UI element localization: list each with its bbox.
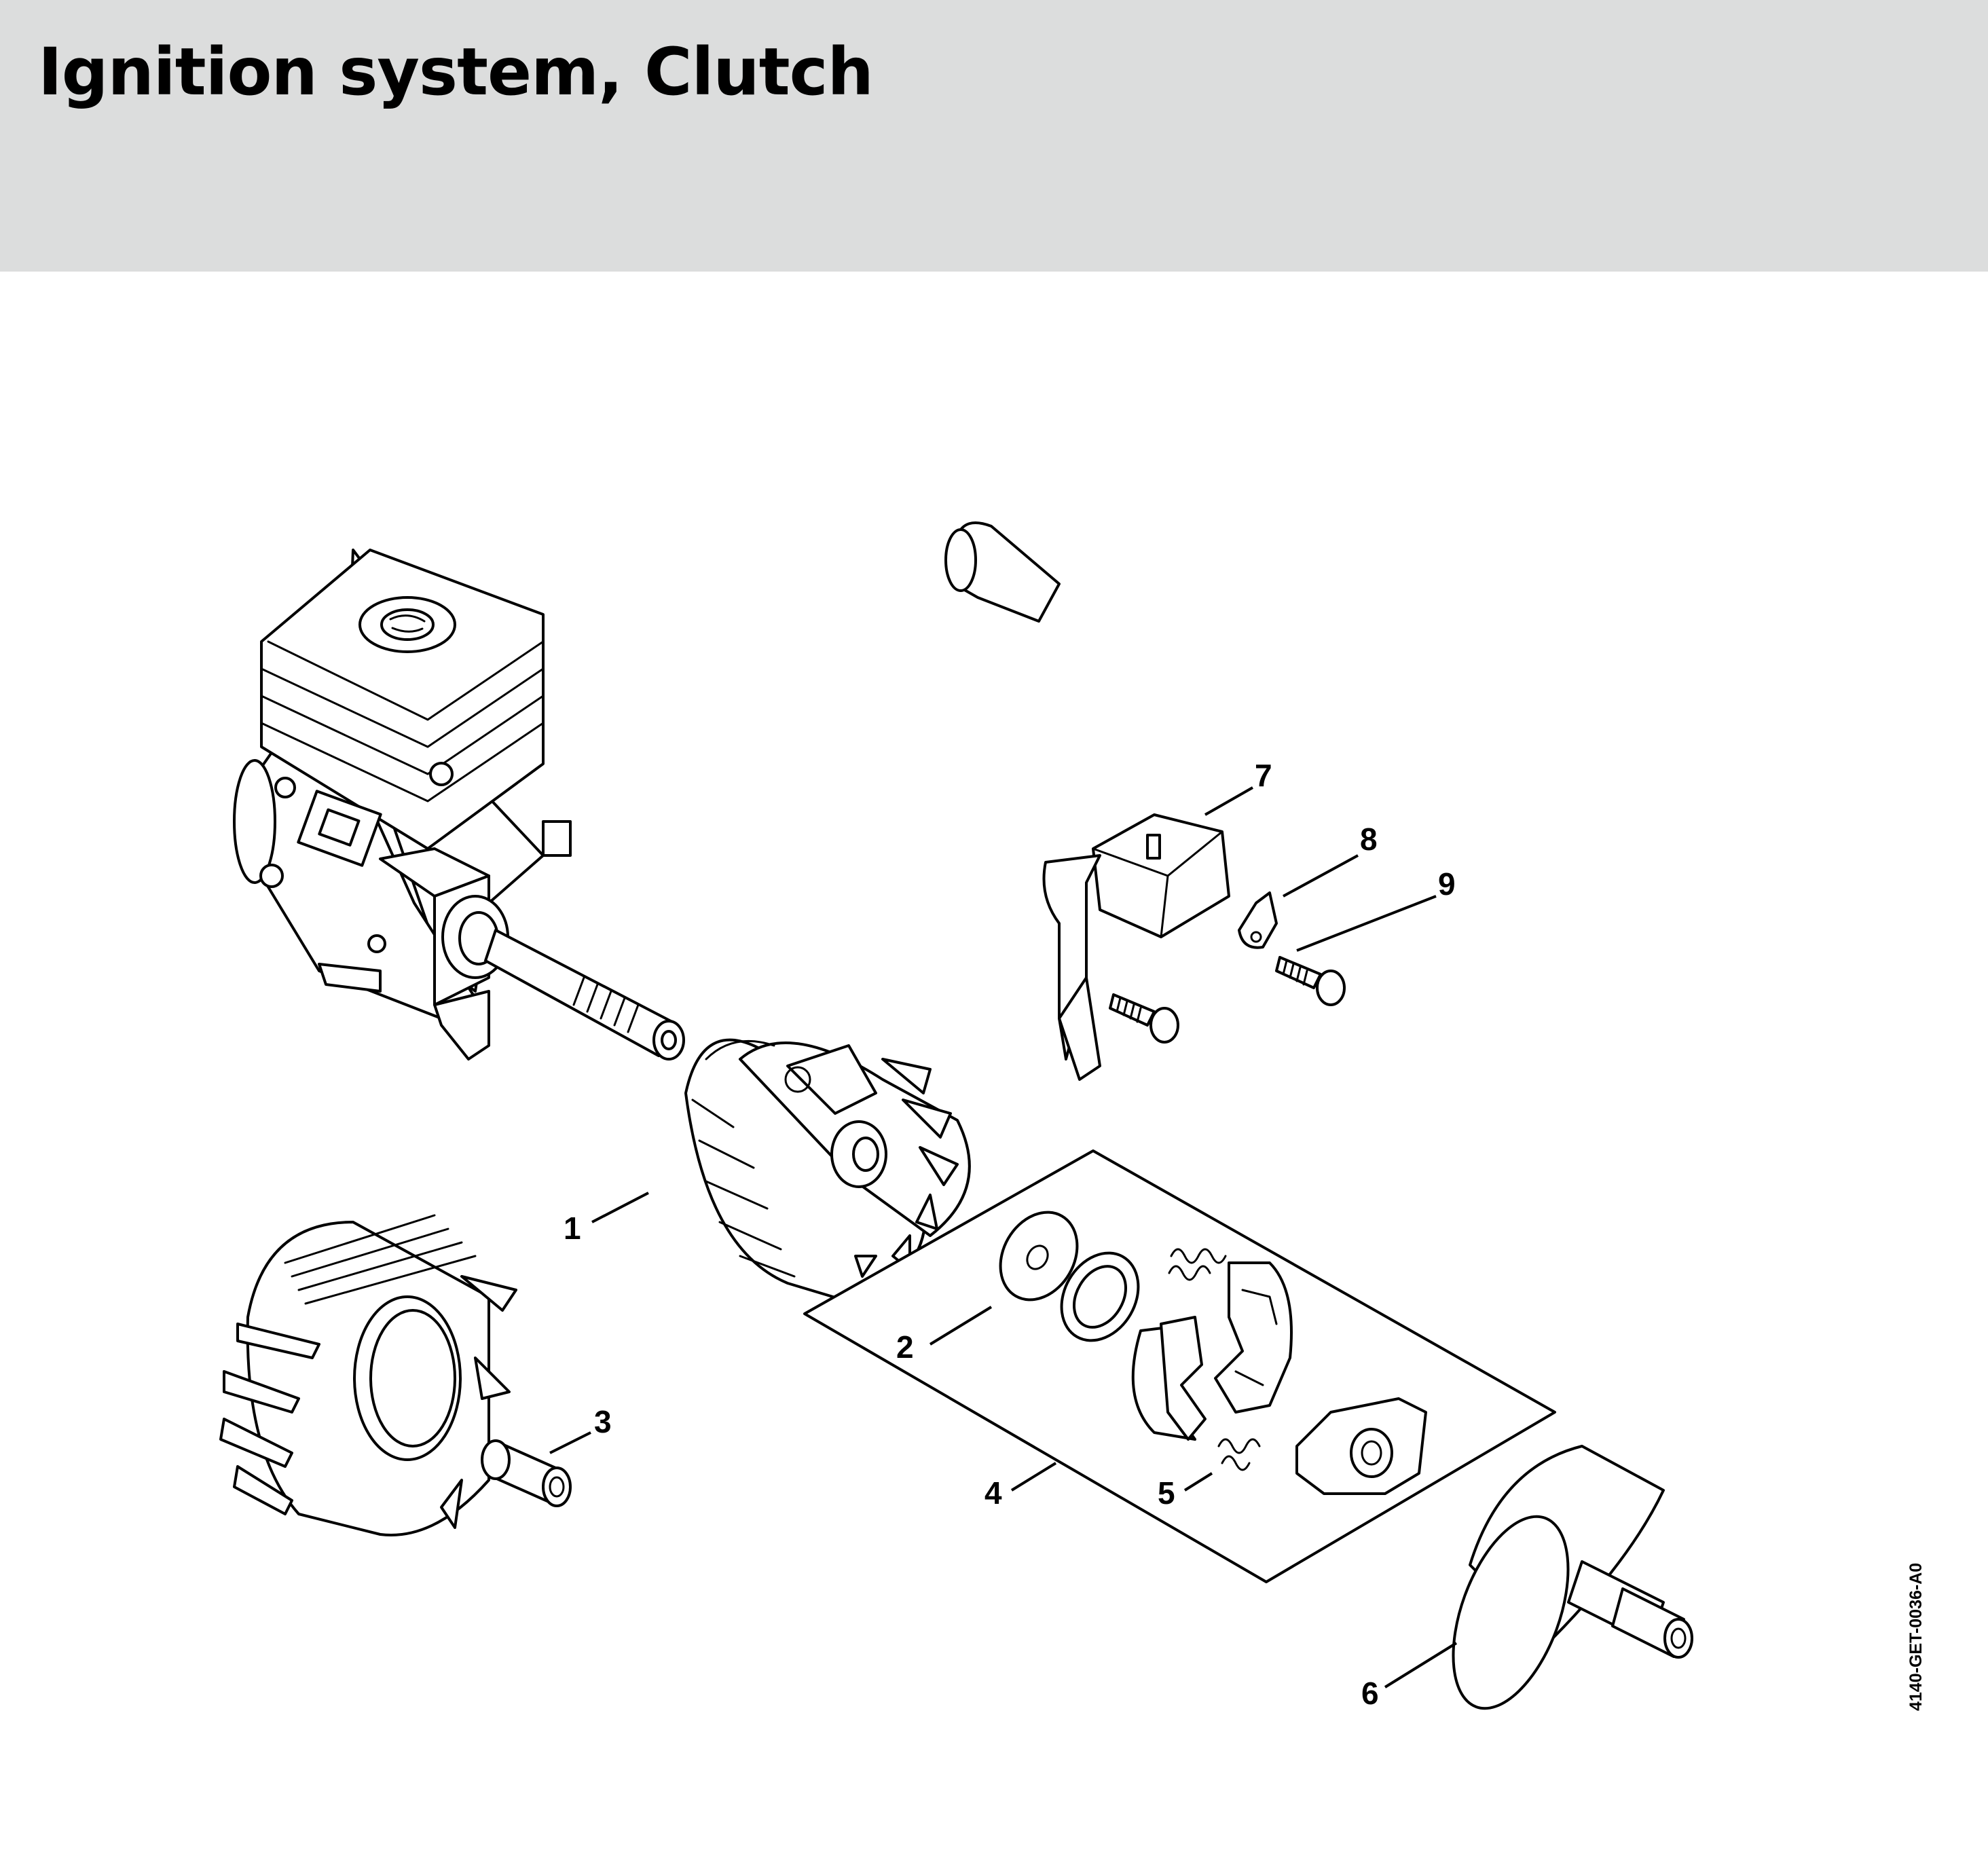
callout-1: 1 [564,1211,581,1246]
page-title: Ignition system, Clutch [38,34,874,110]
callout-8: 8 [1360,822,1378,857]
leader-lines [549,786,1458,1689]
washer-illustration [1238,891,1278,949]
callout-4: 4 [984,1475,1002,1511]
clutch-washers-illustration [999,1211,1140,1342]
spring-illustration [1168,1248,1227,1281]
clutch-shoes-illustration [1131,1261,1293,1441]
clutch-carrier-illustration [1295,1397,1427,1495]
drawing-reference-code: 4140-GET-0036-A0 [1907,1562,1926,1711]
flywheel-illustration [684,1038,971,1305]
clutch-drum-illustration [1452,1445,1693,1710]
sleeve-illustration [481,1439,572,1507]
callout-7: 7 [1255,758,1272,793]
spring-illustration-2 [1217,1438,1261,1471]
callout-2: 2 [896,1329,914,1365]
callout-5: 5 [1158,1475,1175,1511]
fan-wheel-illustration [219,1214,517,1536]
callout-6: 6 [1361,1676,1379,1711]
engine-cylinder-illustration [233,549,685,1060]
callout-9: 9 [1438,866,1456,902]
callout-3: 3 [594,1404,612,1439]
screw-illustration-2 [1275,956,1346,1006]
ignition-module-illustration [944,521,1230,1081]
header-banner: Ignition system, Clutch [0,0,1988,272]
callout-labels: 1 2 3 4 5 6 7 8 9 [564,758,1456,1711]
screw-illustration [1109,993,1179,1044]
